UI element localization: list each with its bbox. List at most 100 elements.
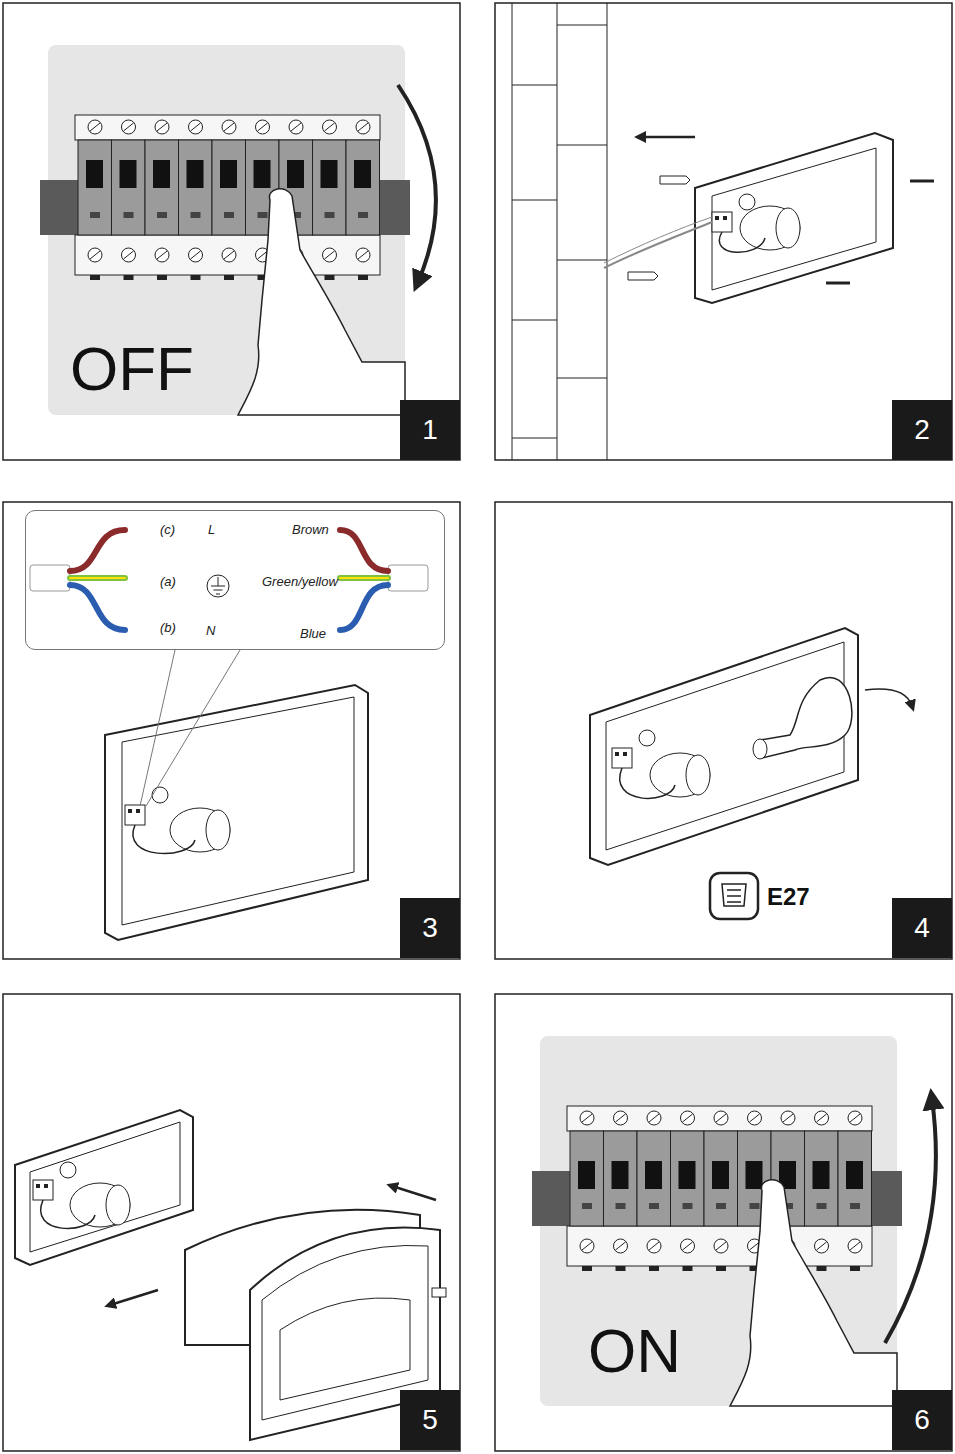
- breaker-panel-part: [582, 1242, 592, 1250]
- breaker-panel-part: [580, 1111, 594, 1125]
- wall-part: [512, 320, 557, 321]
- breaker-panel-part: [683, 1203, 693, 1209]
- lamp-base-plate-part: [640, 136, 695, 139]
- breaker-panel-part: [124, 212, 134, 218]
- lamp-base-plate-part: [15, 1110, 193, 1265]
- wire-colours-part: [388, 565, 428, 591]
- breaker-panel-part: [815, 1111, 829, 1125]
- breaker-panel-part: [289, 120, 303, 134]
- wire-label: (b): [160, 621, 176, 634]
- breaker-panel-part: [258, 212, 268, 218]
- wire-colours-part: [340, 577, 388, 579]
- breaker-panel-part: [850, 1266, 860, 1271]
- lamp-base-plate-part: [106, 1185, 130, 1225]
- breaker-panel-part: [78, 140, 112, 235]
- step-number: 1: [422, 414, 438, 446]
- lamp-cover: [110, 1186, 446, 1440]
- lamp-cover-part: [432, 1288, 446, 1297]
- breaker-panel-part: [616, 1266, 626, 1271]
- breaker-panel-part: [850, 1114, 860, 1122]
- breaker-panel-part: [224, 212, 234, 218]
- breaker-panel-part: [191, 212, 201, 218]
- step-number-badge: 5: [400, 1390, 460, 1450]
- lamp-base-plate-part: [30, 1122, 180, 1252]
- wire-label: L: [208, 523, 215, 536]
- wall-part: [512, 3, 513, 460]
- breaker-panel-part: [582, 1266, 592, 1271]
- wall-part: [557, 145, 607, 146]
- lamp-base-plate-part: [620, 768, 675, 798]
- breaker-panel-part: [616, 1242, 626, 1250]
- breaker-panel-part: [346, 140, 380, 235]
- breaker-panel-part: [683, 1114, 693, 1122]
- earth-symbol-part: [207, 575, 229, 597]
- breaker-panel-part: [212, 140, 246, 235]
- lamp-base-plate-part: [133, 825, 195, 854]
- wire-label: Blue: [300, 627, 326, 640]
- breaker-panel-part: [716, 1266, 726, 1271]
- wall-part: [557, 25, 607, 26]
- panel-frame-part: [495, 994, 952, 1451]
- breaker-panel-part: [614, 1111, 628, 1125]
- breaker-panel-part: [358, 212, 368, 218]
- breaker-panel-part: [122, 120, 136, 134]
- wire-label: (c): [160, 523, 175, 536]
- breaker-panel-part: [90, 212, 100, 218]
- breaker-panel-part: [256, 120, 270, 134]
- wire-colours-part: [340, 575, 388, 581]
- breaker-panel-part: [354, 160, 371, 188]
- breaker-panel-part: [637, 1131, 671, 1226]
- lamp-base-plate-part: [60, 1162, 76, 1178]
- breaker-panel-part: [88, 120, 102, 134]
- panel-frame-part: [495, 3, 952, 460]
- breaker-panel-part: [157, 123, 167, 131]
- breaker-panel-part: [356, 248, 370, 262]
- breaker-panel-part: [325, 123, 335, 131]
- breaker-panel-part: [325, 251, 335, 259]
- breaker-panel-part: [145, 140, 179, 235]
- breaker-panel-part: [671, 1131, 705, 1226]
- breaker-panel-part: [254, 160, 271, 188]
- breaker-panel-part: [90, 123, 100, 131]
- lamp-base-plate-part: [719, 232, 765, 252]
- step-number: 6: [914, 1404, 930, 1436]
- breaker-panel-part: [157, 212, 167, 218]
- breaker-panel: [40, 45, 436, 415]
- breaker-panel-part: [75, 235, 380, 275]
- lamp-base-plate-part: [650, 753, 710, 797]
- breaker-panel-part: [323, 248, 337, 262]
- breaker-panel-part: [848, 1239, 862, 1253]
- breaker-panel-part: [224, 251, 234, 259]
- lamp-base-plate-part: [125, 805, 145, 825]
- breaker-panel-part: [191, 123, 201, 131]
- breaker-panel-part: [189, 248, 203, 262]
- earth-symbol: [207, 575, 229, 597]
- breaker-panel-part: [679, 1161, 696, 1189]
- fixing-hardware-part: [910, 180, 934, 183]
- leader-line: [140, 650, 240, 806]
- lamp-base-plate-part: [639, 730, 655, 746]
- lamp-base-plate-part: [623, 752, 627, 756]
- breaker-panel-part: [88, 248, 102, 262]
- breaker-panel-part: [224, 275, 234, 280]
- step-number-badge: 4: [892, 898, 952, 958]
- breaker-panel-part: [838, 1131, 872, 1226]
- lamp-base-plate-part: [152, 787, 168, 803]
- step-number: 3: [422, 912, 438, 944]
- panel-frame: [3, 3, 952, 1451]
- breaker-panel-part: [580, 1239, 594, 1253]
- breaker-panel-part: [187, 160, 204, 188]
- breaker-panel-part: [570, 1131, 604, 1226]
- lamp-cover-part: [280, 1298, 410, 1400]
- breaker-panel-part: [157, 275, 167, 280]
- breaker-panel-part: [124, 251, 134, 259]
- breaker-panel-part: [647, 1239, 661, 1253]
- light-bulb-part: [753, 739, 767, 759]
- breaker-panel-part: [616, 1203, 626, 1209]
- socket-icon-part: [710, 873, 758, 919]
- breaker-panel-part: [649, 1203, 659, 1209]
- panel-frame-part: [3, 502, 460, 959]
- leader-line-part: [140, 650, 240, 806]
- fixing-hardware-part: [660, 176, 690, 184]
